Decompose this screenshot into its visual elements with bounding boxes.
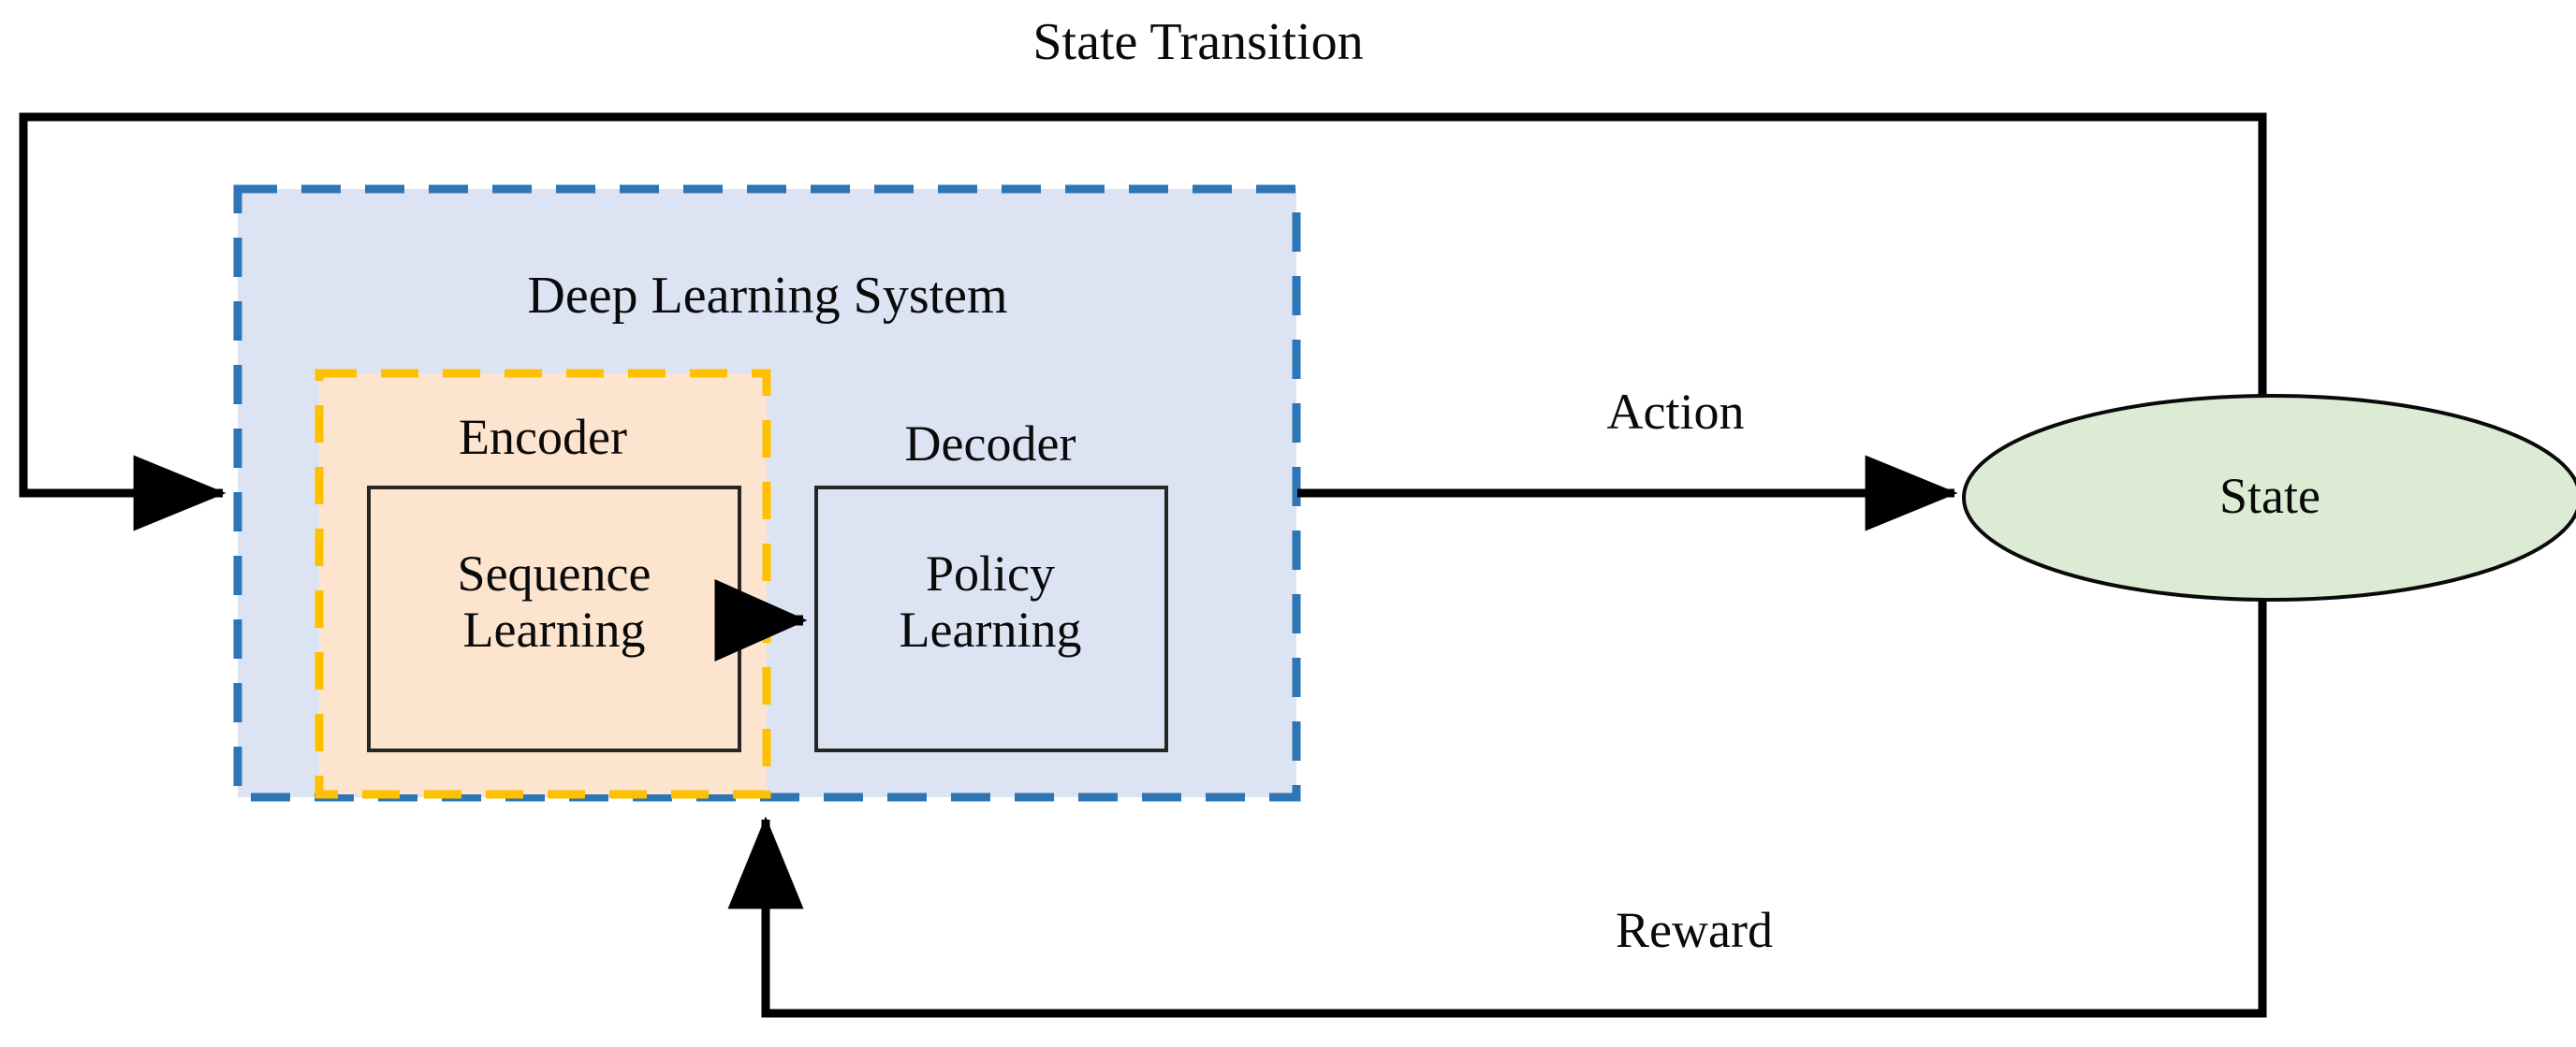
encoder-box [315,369,771,799]
edge-state-transition [19,112,2267,531]
policy-learning-box [814,486,1168,752]
state-ellipse [1962,394,2576,602]
edge-reward [727,600,2267,1018]
